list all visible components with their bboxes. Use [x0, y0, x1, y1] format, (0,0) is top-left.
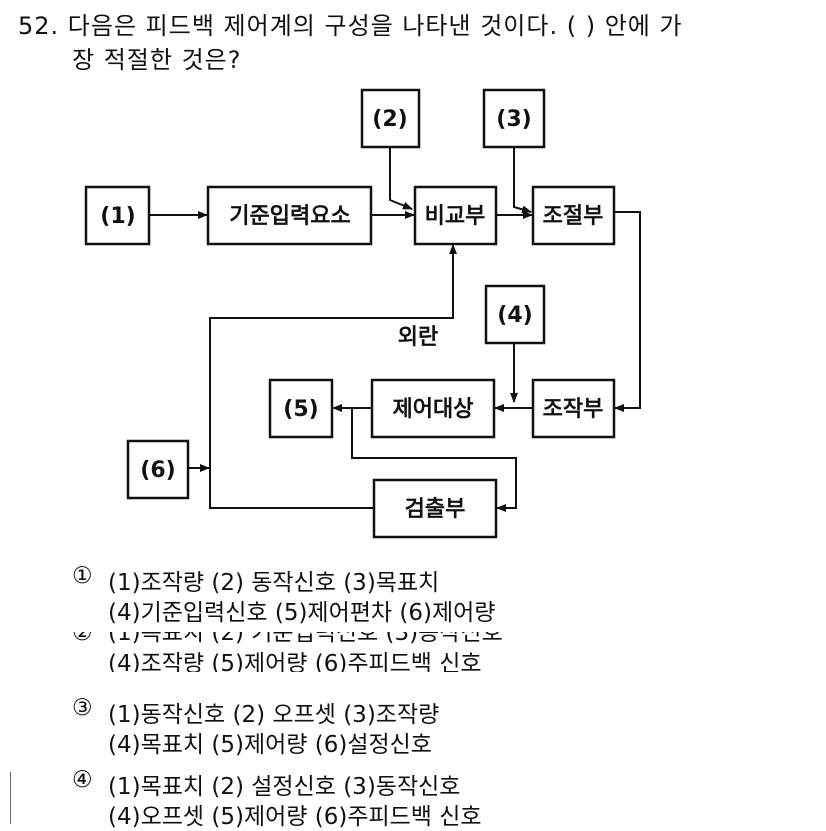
box-1: [84, 185, 151, 246]
question-line-1: 52. 다음은 피드백 제어계의 구성을 나타낸 것이다. ( ) 안에 가: [18, 12, 683, 40]
option-4-line-2: (4)오프셋 (5)제어량 (6)주피드백 신호: [108, 804, 482, 830]
question-line-2: 장 적절한 것은?: [72, 46, 242, 74]
box-2: [360, 88, 421, 149]
box-1-label: (1): [100, 204, 135, 229]
detector-label: 검출부: [405, 497, 466, 522]
box-6: [126, 439, 190, 500]
box-6-label: (6): [140, 458, 175, 483]
feedback-control-diagram: (1) (2) (3) 기준입력요소 비교부 조절부 (4) 외란 조작부 제어…: [84, 88, 641, 539]
option-1-line-1: (1)조작량 (2) 동작신호 (3)목표치: [108, 570, 440, 596]
option-2-clipped: ② (1)목표치 (2) 기준입력신호 (3)동작신호 (4)조작량 (5)제어…: [72, 632, 592, 672]
detector-box: [372, 478, 498, 539]
option-2-line-2: (4)조작량 (5)제어량 (6)주피드백 신호: [108, 651, 482, 672]
option-3-marker[interactable]: ③: [72, 695, 93, 721]
box-3: [482, 88, 546, 149]
plant-label: 제어대상: [393, 397, 474, 422]
left-margin-bar: [10, 772, 11, 824]
arrow-3-to-controller: [513, 147, 532, 214]
option-1-line-2: (4)기준입력신호 (5)제어편차 (6)제어량: [108, 600, 496, 626]
box-2-label: (2): [372, 107, 407, 132]
option-3-line-1: (1)동작신호 (2) 오프셋 (3)조작량: [108, 702, 440, 728]
controller-label: 조절부: [543, 204, 604, 229]
box-4: [484, 284, 546, 345]
option-1-marker[interactable]: ①: [72, 563, 93, 589]
comparator-label: 비교부: [425, 204, 486, 229]
box-4-label: (4): [497, 303, 532, 328]
option-2-marker[interactable]: ②: [72, 632, 93, 646]
controller-box: [531, 185, 616, 246]
comparator-box: [413, 185, 498, 246]
reference-input-label: 기준입력요소: [229, 204, 350, 229]
manipulator-label: 조작부: [543, 397, 604, 422]
box-5-label: (5): [283, 397, 318, 422]
feedback-line: [209, 244, 457, 509]
box-5: [268, 378, 334, 439]
arrow-controller-to-manipulator: [614, 211, 641, 412]
plant-box: [370, 378, 496, 439]
reference-input-box: [206, 185, 373, 246]
option-4-line-1: (1)목표치 (2) 설정신호 (3)동작신호: [108, 774, 461, 800]
option-3-line-2: (4)목표치 (5)제어량 (6)설정신호: [108, 732, 432, 758]
manipulator-box: [531, 378, 616, 439]
arrow-2-to-comparator: [389, 147, 413, 210]
arrow-5-to-detector: [351, 408, 517, 512]
option-4-marker[interactable]: ④: [72, 767, 93, 793]
option-2-line-1: (1)목표치 (2) 기준입력신호 (3)동작신호: [108, 632, 503, 646]
disturbance-label: 외란: [398, 325, 438, 350]
box-3-label: (3): [496, 107, 531, 132]
